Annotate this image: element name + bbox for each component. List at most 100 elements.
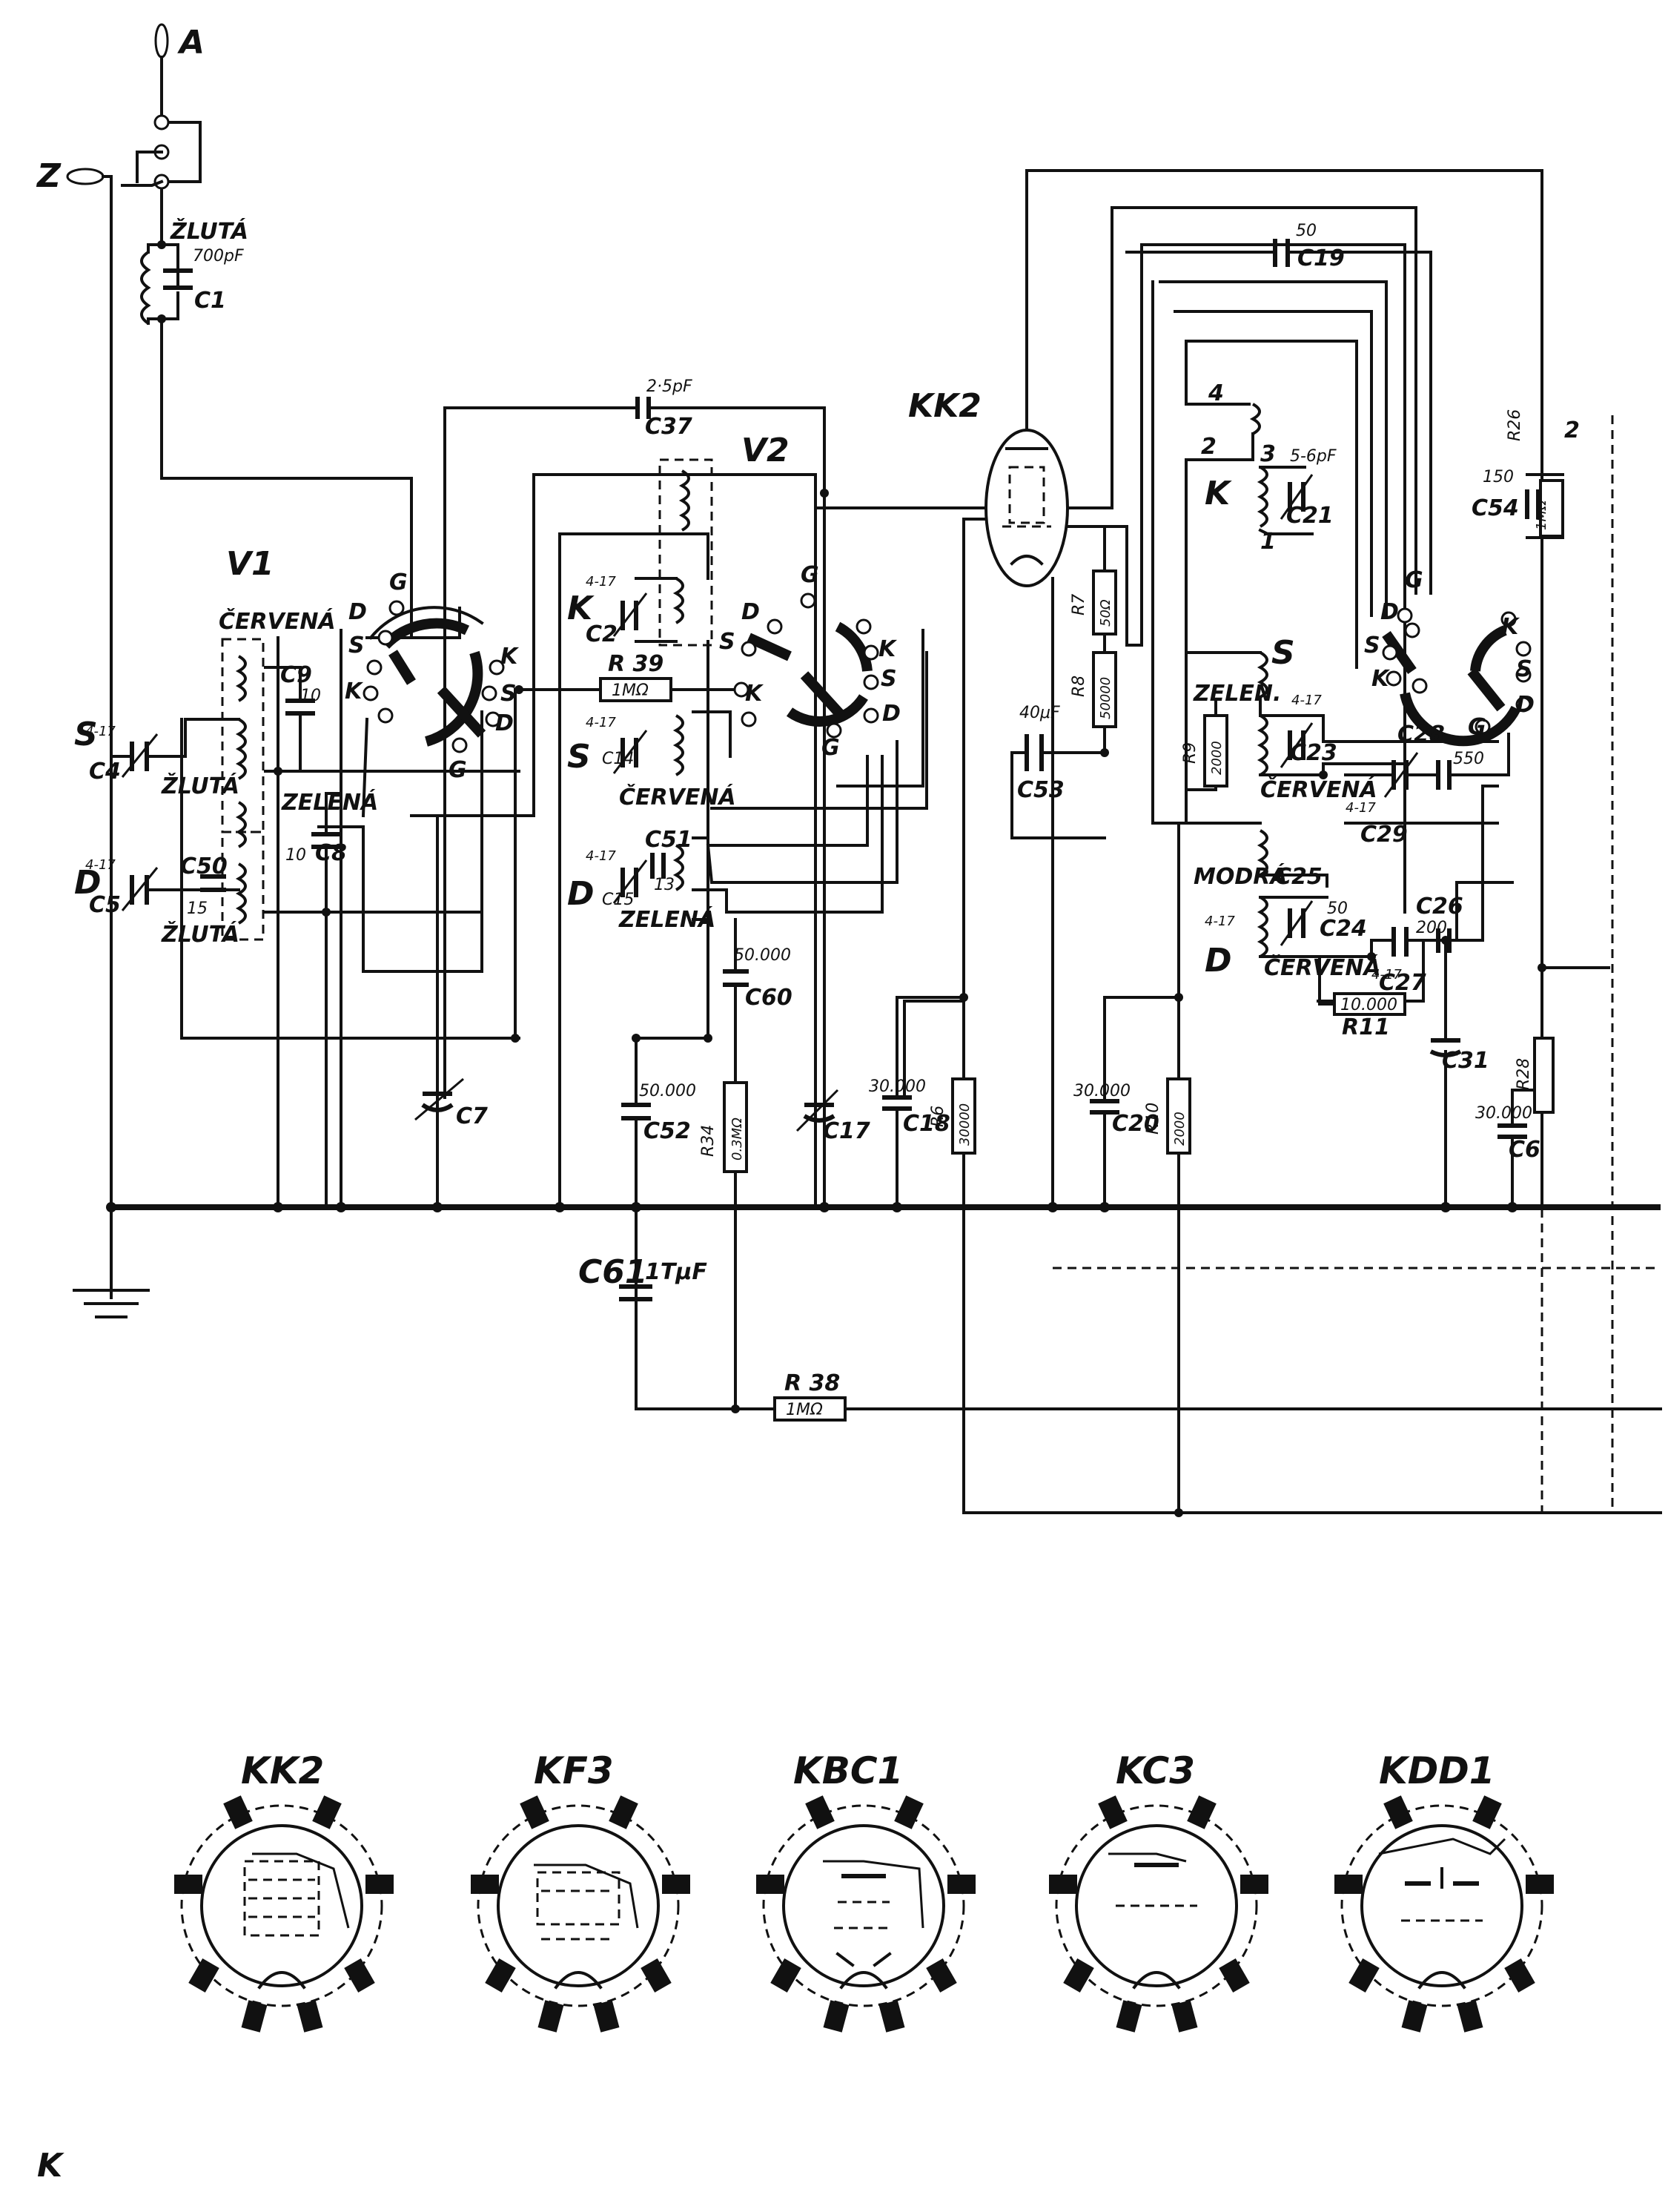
r11-resistor <box>1318 955 1406 1016</box>
coil-color-modra: MODRÁ <box>1194 863 1288 890</box>
c51-value: 13 <box>654 876 675 894</box>
r26-value: 1MΩ <box>1534 500 1549 530</box>
junction-dots <box>106 489 1546 1517</box>
c23-name: C23 <box>1290 740 1337 766</box>
r6-resistor <box>951 996 1662 1514</box>
pinout-kdd1 <box>1334 1795 1554 2033</box>
c53-name: C53 <box>1017 777 1065 803</box>
c18-value: 30.000 <box>869 1077 926 1096</box>
c20-name: C20 <box>1112 1111 1159 1137</box>
coil-color-cervena-osc-d: ČERVENÁ <box>1264 954 1381 981</box>
c24-value: 50 <box>1327 899 1348 918</box>
r10-name: R10 <box>1144 1103 1162 1135</box>
r34-resistor <box>723 1081 748 1410</box>
coil-color-zluta-v1-bottom: ŽLUTÁ <box>161 921 239 948</box>
c18-cap <box>882 996 965 1209</box>
r8-name: R8 <box>1070 676 1088 697</box>
band-d-left: D <box>74 864 102 902</box>
c7-name: C7 <box>456 1103 488 1129</box>
corner-mark: K <box>37 2147 64 2185</box>
c24-name: C24 <box>1320 916 1367 942</box>
v1-contact-s-left: S <box>348 633 365 658</box>
osc-wafer-switch <box>1382 607 1532 747</box>
c50-value: 15 <box>187 899 208 918</box>
coil-color-cervena-osc: ČERVENÁ <box>1260 776 1377 803</box>
c54-value: 150 <box>1483 468 1514 486</box>
osc-contact-d-left: D <box>1380 599 1399 625</box>
osc-contact-s-left: S <box>1364 633 1380 658</box>
c5-name: C5 <box>89 892 121 918</box>
v1-contact-g-top: G <box>389 569 408 595</box>
c8-value: 10 <box>285 846 306 865</box>
r6-name: R6 <box>929 1106 947 1127</box>
r34-name: R34 <box>699 1125 718 1157</box>
osc-tap-2: 2 <box>1201 434 1217 460</box>
coil-color-zelen-osc: ZELEN. <box>1193 681 1281 707</box>
c53-electrolytic <box>1010 734 1106 839</box>
osc-contact-s-right: S <box>1516 656 1532 682</box>
osc-contact-k-right: K <box>1501 614 1520 640</box>
v2-contact-g-bottom: G <box>821 735 840 761</box>
v1-contact-k-right: K <box>500 644 520 670</box>
c50-cap <box>200 874 226 892</box>
coil-color-zluta-v1: ŽLUTÁ <box>161 773 239 799</box>
r9-value: 2000 <box>1209 741 1225 775</box>
tube-label-kbc1: KBC1 <box>793 1749 903 1792</box>
c4-name: C4 <box>89 759 121 785</box>
right-edge-components <box>1053 415 1661 1513</box>
coil-color-cervena-v2: ČERVENÁ <box>619 783 736 810</box>
c37-value: 2·5pF <box>646 377 692 396</box>
r9-name: R9 <box>1181 742 1199 764</box>
v1-coils <box>235 655 247 925</box>
v1-contact-g-bottom: G <box>449 757 467 783</box>
r34-value: 0.3MΩ <box>729 1117 745 1161</box>
v1-coil-shield-bottom <box>221 831 265 941</box>
c50-name: C50 <box>180 854 228 879</box>
c6-value: 30.000 <box>1475 1104 1532 1123</box>
c37-name: C37 <box>645 414 692 440</box>
r7-resistor <box>1092 525 1117 654</box>
r7-value: 50Ω <box>1098 599 1113 627</box>
r7-name: R7 <box>1070 594 1088 615</box>
v2-contact-s-right: S <box>881 666 897 692</box>
c54-name: C54 <box>1472 495 1519 521</box>
band-d-osc: D <box>1205 942 1232 980</box>
v1-wiring <box>180 397 826 1209</box>
osc-coil-s <box>1185 651 1499 776</box>
osc-tap-3: 3 <box>1260 441 1276 467</box>
r38-name: R 38 <box>784 1370 840 1396</box>
v2-coils <box>672 469 690 891</box>
band-s-left: S <box>74 716 98 753</box>
antenna-input <box>66 23 413 639</box>
ground-terminal-label: Z <box>36 157 62 195</box>
r28-name: R28 <box>1515 1058 1533 1090</box>
c29-trimmer <box>1344 733 1510 825</box>
c20-cap <box>1090 996 1180 1209</box>
v1-contact-d-left: D <box>348 599 367 625</box>
c17-name: C17 <box>823 1118 870 1144</box>
osc-contact-d-right: D <box>1516 692 1535 718</box>
c25-name: C25 <box>1275 864 1323 890</box>
coil-color-zluta-top: ŽLUTÁ <box>170 218 248 245</box>
v2-contact-s-left: S <box>719 629 735 655</box>
osc-coil-k <box>1159 280 1388 825</box>
c21-name: C21 <box>1286 503 1334 529</box>
band-k-v2: K <box>567 590 595 627</box>
v2-label: V2 <box>741 432 790 469</box>
ground-bus <box>73 180 1661 1318</box>
c60-name: C60 <box>745 985 792 1011</box>
c51-cap <box>650 853 666 879</box>
c2-name: C2 <box>586 621 618 647</box>
v2-contact-k-left: K <box>745 681 764 707</box>
c51-name: C51 <box>645 827 692 853</box>
r8-resistor <box>1092 651 1117 754</box>
tube-label-kf3: KF3 <box>534 1749 614 1792</box>
c26-name: C26 <box>1416 894 1463 920</box>
c60-value: 50.000 <box>734 946 791 965</box>
c18-name: C18 <box>903 1111 950 1137</box>
c24-value-trim: 4-17 <box>1205 914 1235 929</box>
v2-contact-k-right: K <box>878 636 898 662</box>
c29-name: C29 <box>1360 822 1408 848</box>
c15-trimmer <box>612 859 648 904</box>
